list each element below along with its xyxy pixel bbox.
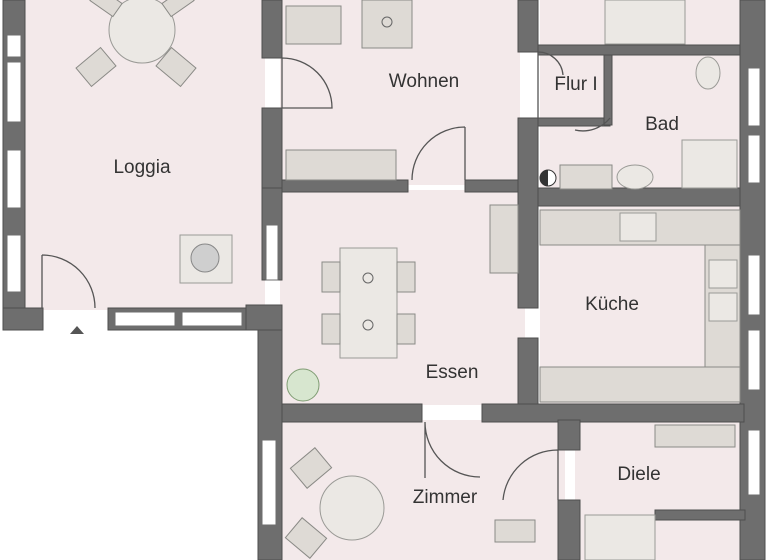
room-label-wohnen: Wohnen bbox=[389, 71, 459, 92]
room-label-diele: Diele bbox=[617, 464, 660, 485]
room-label-essen: Essen bbox=[426, 362, 479, 383]
doors bbox=[41, 51, 611, 501]
room-label-flur: Flur I bbox=[554, 74, 597, 95]
room-label-loggia: Loggia bbox=[113, 157, 170, 178]
room-labels: Loggia Wohnen Flur I Bad Küche Essen Zim… bbox=[113, 71, 678, 508]
furniture bbox=[75, 0, 741, 560]
room-label-bad: Bad bbox=[645, 114, 679, 135]
room-label-kueche: Küche bbox=[585, 294, 639, 315]
room-label-zimmer: Zimmer bbox=[413, 487, 478, 508]
